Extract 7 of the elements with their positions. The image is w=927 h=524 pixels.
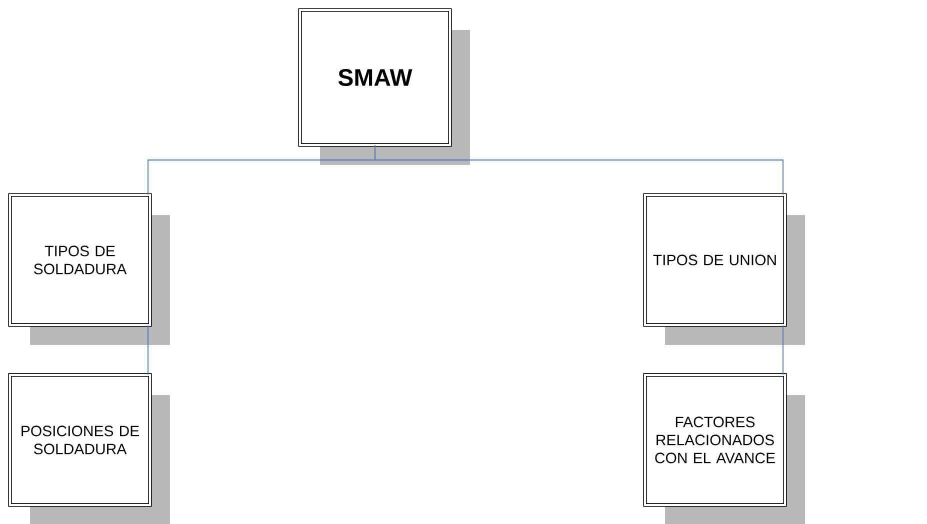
process-box: SMAW bbox=[298, 8, 470, 165]
process-box: FACTORES RELACIONADOS CON EL AVANCE bbox=[643, 373, 805, 524]
process-box: TIPOS DE UNION bbox=[643, 193, 805, 345]
connector-line bbox=[782, 324, 784, 376]
process-box: TIPOS DE SOLDADURA bbox=[8, 193, 170, 345]
connector-line bbox=[374, 144, 784, 196]
process-box: POSICIONES DE SOLDADURA bbox=[8, 373, 170, 524]
